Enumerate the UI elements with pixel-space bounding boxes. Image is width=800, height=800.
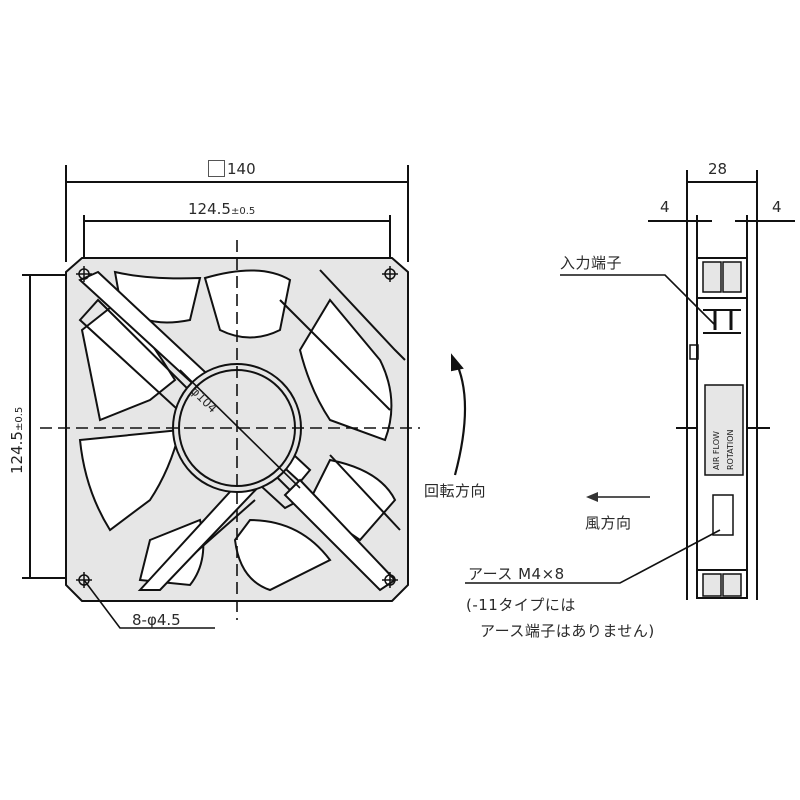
hole-pitch-v-label: 124.5±0.5 [8, 407, 26, 474]
side-view [465, 170, 795, 600]
airflow-direction-label: 風方向 [585, 514, 632, 532]
ground-note-line3: アース端子はありません) [480, 622, 655, 640]
depth-label: 28 [708, 160, 728, 178]
hole-pitch-v-tol: ±0.5 [14, 406, 25, 432]
hole-pitch-h-tol: ±0.5 [230, 206, 256, 217]
square-symbol-icon [208, 160, 225, 177]
hole-pitch-v-value: 124.5 [8, 431, 26, 474]
flange-left-label: 4 [660, 198, 670, 216]
hole-pitch-h-label: 124.5±0.5 [188, 200, 255, 218]
sticker-rotation: ROTATION [726, 429, 735, 471]
mounting-holes-label: 8-φ4.5 [132, 611, 181, 629]
flange-right-label: 4 [772, 198, 782, 216]
overall-size-value: 140 [227, 160, 256, 178]
hole-pitch-h-value: 124.5 [188, 200, 231, 218]
sticker-airflow: AIR FLOW [712, 431, 721, 470]
front-view [22, 165, 467, 629]
ground-note-line2: (-11タイプには [466, 596, 576, 614]
input-terminal-label: 入力端子 [560, 254, 623, 272]
ground-note-line1: アース M4×8 [468, 565, 565, 583]
overall-size-label: 140 [208, 160, 256, 178]
rotation-direction-label: 回転方向 [424, 482, 487, 500]
